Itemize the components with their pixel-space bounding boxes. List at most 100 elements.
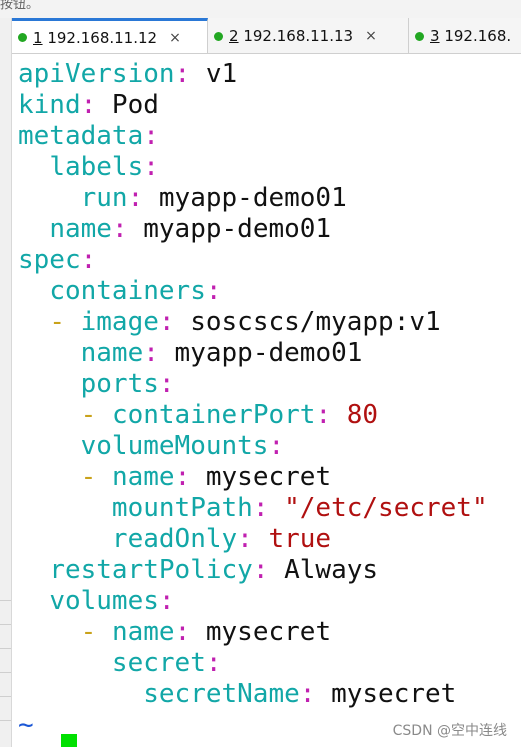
yaml-key: containerPort bbox=[111, 400, 316, 430]
yaml-colon: : bbox=[237, 524, 253, 554]
yaml-key: kind bbox=[18, 90, 81, 120]
yaml-key: containers bbox=[49, 276, 206, 306]
yaml-colon: : bbox=[205, 276, 222, 306]
yaml-colon: : bbox=[158, 586, 175, 616]
yaml-colon: : bbox=[143, 338, 159, 368]
gutter-divider bbox=[0, 648, 11, 649]
code-line: - name: mysecret bbox=[18, 462, 488, 493]
yaml-value: v1 bbox=[190, 59, 238, 89]
tab-host: 192.168. bbox=[444, 27, 512, 45]
code-line: kind: Pod bbox=[18, 90, 488, 121]
code-line: apiVersion: v1 bbox=[18, 59, 488, 90]
yaml-value: Pod bbox=[96, 90, 159, 120]
tab-session-3[interactable]: 3 192.168. bbox=[409, 18, 521, 53]
yaml-colon: : bbox=[158, 369, 175, 399]
yaml-key: volumeMounts bbox=[80, 431, 269, 461]
code-line: ports: bbox=[18, 369, 488, 400]
line-indent bbox=[18, 679, 143, 709]
yaml-key: metadata bbox=[18, 121, 144, 151]
code-line: - containerPort: 80 bbox=[18, 400, 488, 431]
yaml-value: myapp-demo01 bbox=[143, 183, 347, 213]
line-indent bbox=[18, 307, 49, 337]
code-line: restartPolicy: Always bbox=[18, 555, 488, 586]
line-indent bbox=[18, 152, 49, 182]
yaml-colon: : bbox=[268, 431, 285, 461]
code-line: - image: soscscs/myapp:v1 bbox=[18, 307, 488, 338]
code-line: readOnly: true bbox=[18, 524, 488, 555]
code-line: name: myapp-demo01 bbox=[18, 338, 488, 369]
gutter-divider bbox=[0, 600, 11, 601]
session-tab-bar: 1 192.168.11.12 × 2 192.168.11.13 × 3 19… bbox=[12, 18, 521, 54]
yaml-key: name bbox=[49, 214, 112, 244]
code-line: - name: mysecret bbox=[18, 617, 488, 648]
yaml-key: labels bbox=[49, 152, 144, 182]
close-icon[interactable]: × bbox=[365, 28, 377, 44]
yaml-value: true bbox=[252, 524, 332, 554]
line-indent bbox=[18, 214, 49, 244]
gutter-divider bbox=[0, 720, 11, 721]
connected-status-icon bbox=[18, 33, 27, 42]
text-cursor bbox=[61, 734, 77, 747]
yaml-key: volumes bbox=[49, 586, 159, 616]
line-indent bbox=[18, 276, 49, 306]
yaml-colon: : bbox=[174, 617, 191, 647]
yaml-value: myapp-demo01 bbox=[127, 214, 332, 244]
yaml-key: run bbox=[80, 183, 128, 213]
tab-session-2[interactable]: 2 192.168.11.13 × bbox=[208, 18, 409, 53]
gutter-divider bbox=[0, 672, 11, 673]
yaml-colon: : bbox=[158, 307, 175, 337]
yaml-colon: : bbox=[174, 462, 191, 492]
yaml-key: name bbox=[111, 462, 175, 492]
yaml-colon: : bbox=[174, 59, 191, 89]
code-line: metadata: bbox=[18, 121, 488, 152]
yaml-colon: : bbox=[111, 214, 128, 244]
line-indent bbox=[18, 493, 112, 523]
line-indent bbox=[18, 338, 81, 368]
line-indent bbox=[18, 462, 81, 492]
tab-index: 2 bbox=[229, 27, 239, 45]
gutter-divider bbox=[0, 696, 11, 697]
code-line: volumeMounts: bbox=[18, 431, 488, 462]
line-indent bbox=[18, 586, 49, 616]
tab-index: 1 bbox=[33, 28, 43, 47]
tab-session-1[interactable]: 1 192.168.11.12 × bbox=[12, 18, 208, 53]
close-icon[interactable]: × bbox=[169, 29, 181, 46]
yaml-value: "/etc/secret" bbox=[268, 493, 488, 523]
yaml-colon: : bbox=[127, 183, 144, 213]
code-line: secret: bbox=[18, 648, 488, 679]
line-indent bbox=[18, 400, 81, 430]
yaml-value: 80 bbox=[331, 400, 379, 430]
list-dash: - bbox=[80, 400, 112, 430]
line-indent bbox=[18, 369, 81, 399]
list-dash: - bbox=[80, 462, 112, 492]
tab-host: 192.168.11.12 bbox=[47, 28, 158, 47]
yaml-colon: : bbox=[205, 648, 222, 678]
line-indent bbox=[18, 648, 112, 678]
line-indent bbox=[18, 524, 112, 554]
yaml-colon: : bbox=[252, 555, 269, 585]
watermark: CSDN @空中连线 bbox=[392, 723, 507, 739]
gutter-divider bbox=[0, 624, 11, 625]
tab-index: 3 bbox=[430, 27, 440, 45]
yaml-colon: : bbox=[143, 152, 159, 182]
line-indent bbox=[18, 431, 81, 461]
yaml-key: mountPath bbox=[111, 493, 253, 523]
connected-status-icon bbox=[214, 31, 223, 41]
code-line: mountPath: "/etc/secret" bbox=[18, 493, 488, 524]
yaml-key: restartPolicy bbox=[49, 555, 253, 585]
connected-status-icon bbox=[415, 31, 424, 41]
yaml-value: soscscs/myapp:v1 bbox=[174, 307, 441, 337]
empty-line-tilde: ~ bbox=[18, 710, 34, 740]
yaml-value: mysecret bbox=[315, 679, 457, 709]
top-strip: 按钮。 bbox=[0, 0, 521, 18]
yaml-key: readOnly bbox=[111, 524, 238, 554]
yaml-value: myapp-demo01 bbox=[158, 338, 363, 368]
tab-host: 192.168.11.13 bbox=[243, 27, 354, 45]
yaml-key: secret bbox=[111, 648, 206, 678]
yaml-key: apiVersion bbox=[18, 59, 175, 89]
yaml-value: mysecret bbox=[190, 617, 332, 647]
list-dash: - bbox=[49, 307, 81, 337]
yaml-key: image bbox=[80, 307, 159, 337]
